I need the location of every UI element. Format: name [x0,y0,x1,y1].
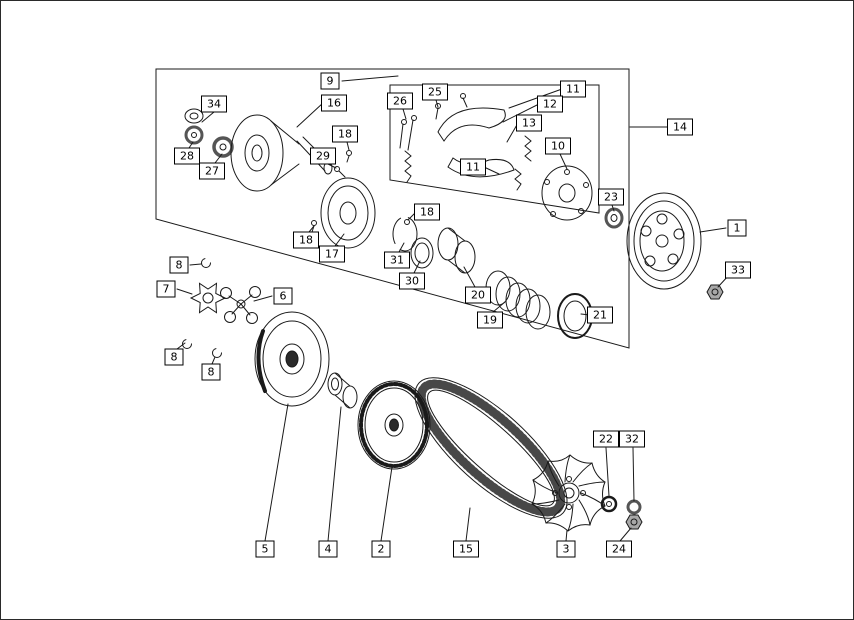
part-label-32: 32 [619,430,645,448]
part-label-34: 34 [201,95,227,113]
part-label-28: 28 [174,147,200,165]
rear-pulley-face-drawing [320,177,376,249]
part-label-5: 5 [255,540,275,558]
part-label-21: 21 [587,306,613,324]
part-label-14: 14 [667,118,693,136]
clutch-outline-box [389,84,600,214]
shaft-rings-drawing [392,216,593,339]
part-label-18: 18 [332,125,358,143]
starter-gear-drawing [357,380,431,470]
part-label-24: 24 [606,540,632,558]
part-label-15: 15 [453,540,479,558]
part-label-25: 25 [422,83,448,101]
part-label-10: 10 [545,137,571,155]
part-label-18: 18 [293,231,319,249]
clips-drawing [182,258,222,358]
part-label-11: 11 [460,158,486,176]
part-label-27: 27 [199,162,225,180]
part-label-31: 31 [384,251,410,269]
roller-guide-drawing [220,286,261,324]
ramp-plate-drawing [189,282,227,314]
part-label-16: 16 [321,94,347,112]
part-label-19: 19 [477,311,503,329]
assembly-outline-box [155,68,630,349]
part-label-26: 26 [387,92,413,110]
part-label-8: 8 [164,348,184,366]
part-label-2: 2 [371,540,391,558]
spacer-ring-drawing [604,207,624,229]
clutch-driver-plate-drawing [541,165,593,221]
part-label-22: 22 [593,430,619,448]
part-label-12: 12 [537,95,563,113]
part-label-1: 1 [727,219,747,237]
part-label-7: 7 [156,280,176,298]
clutch-bell-drawing [626,192,702,290]
part-label-29: 29 [310,147,336,165]
part-label-13: 13 [516,114,542,132]
front-pulley-drawing [254,311,330,407]
part-label-8: 8 [169,256,189,274]
part-label-17: 17 [319,245,345,263]
part-label-30: 30 [399,272,425,290]
drive-belt-drawing [414,377,568,519]
part-label-23: 23 [598,188,624,206]
part-label-20: 20 [465,286,491,304]
part-label-3: 3 [556,540,576,558]
part-label-9: 9 [320,72,340,90]
part-label-4: 4 [318,540,338,558]
part-label-18: 18 [414,203,440,221]
part-label-11: 11 [560,80,586,98]
part-label-33: 33 [725,261,751,279]
leader-lines [176,75,730,542]
fan-wheel-drawing [531,454,606,532]
bell-nut-drawing [706,284,724,300]
part-label-8: 8 [201,363,221,381]
part-label-6: 6 [273,287,293,305]
bushing-drawing [327,372,358,409]
